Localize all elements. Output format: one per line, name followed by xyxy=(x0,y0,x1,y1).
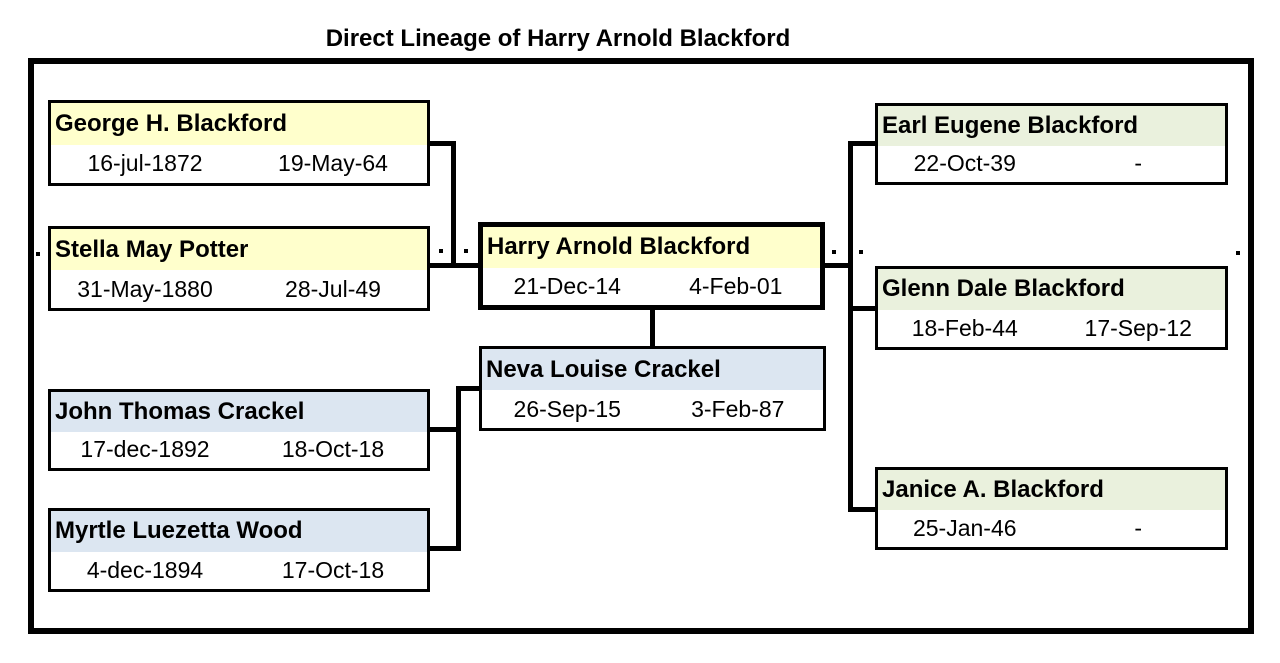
birth-date: 22-Oct-39 xyxy=(913,150,1016,177)
connector-myrtle-to-join xyxy=(430,546,456,551)
birth-date: 21-Dec-14 xyxy=(513,272,621,299)
person-name: Earl Eugene Blackford xyxy=(878,106,1225,146)
person-card-stella-may-potter: Stella May Potter 31-May-1880 28-Jul-49 xyxy=(48,226,430,311)
connector-george-to-join xyxy=(430,141,456,146)
connector-join-to-janice xyxy=(853,507,875,512)
person-name: Stella May Potter xyxy=(51,229,427,271)
death-date: 17-Sep-12 xyxy=(1084,314,1192,341)
birth-date: 18-Feb-44 xyxy=(911,314,1018,341)
connector-join-to-neva xyxy=(461,386,479,391)
person-card-john-thomas-crackel: John Thomas Crackel 17-dec-1892 18-Oct-1… xyxy=(48,389,430,471)
person-name: Myrtle Luezetta Wood xyxy=(51,511,427,552)
person-dates: 25-Jan-46 - xyxy=(878,510,1225,547)
death-date: 18-Oct-18 xyxy=(281,436,385,463)
birth-date: 4-dec-1894 xyxy=(86,556,204,583)
person-card-harry-arnold-blackford: Harry Arnold Blackford 21-Dec-14 4-Feb-0… xyxy=(478,222,825,310)
person-dates: 17-dec-1892 18-Oct-18 xyxy=(51,431,427,468)
person-card-neva-louise-crackel: Neva Louise Crackel 26-Sep-15 3-Feb-87 xyxy=(479,346,826,431)
death-date: - xyxy=(1134,150,1143,177)
person-dates: 18-Feb-44 17-Sep-12 xyxy=(878,309,1225,347)
death-date: 19-May-64 xyxy=(278,150,388,177)
birth-date: 16-jul-1872 xyxy=(87,150,203,177)
birth-date: 31-May-1880 xyxy=(77,275,213,302)
person-name: George H. Blackford xyxy=(51,103,427,145)
person-card-glenn-dale-blackford: Glenn Dale Blackford 18-Feb-44 17-Sep-12 xyxy=(875,266,1228,350)
death-date: - xyxy=(1134,515,1143,542)
dot-artifact xyxy=(1236,251,1240,255)
person-dates: 22-Oct-39 - xyxy=(878,145,1225,182)
person-name: Glenn Dale Blackford xyxy=(878,269,1225,310)
connector-harry-to-children xyxy=(825,263,848,268)
chart-title: Direct Lineage of Harry Arnold Blackford xyxy=(325,25,791,52)
connector-join-to-earl xyxy=(853,141,875,146)
person-name: Janice A. Blackford xyxy=(878,470,1225,511)
person-dates: 4-dec-1894 17-Oct-18 xyxy=(51,551,427,589)
birth-date: 25-Jan-46 xyxy=(912,515,1017,542)
connector-join-to-glenn xyxy=(853,306,875,311)
connector-paternal-vertical xyxy=(451,141,456,268)
death-date: 3-Feb-87 xyxy=(691,395,785,422)
death-date: 4-Feb-01 xyxy=(689,272,783,299)
connector-john-to-join xyxy=(430,427,456,432)
dot-artifact xyxy=(859,250,863,254)
connector-stella-to-harry xyxy=(430,263,478,268)
connector-maternal-vertical xyxy=(456,386,461,551)
person-card-george-h-blackford: George H. Blackford 16-jul-1872 19-May-6… xyxy=(48,100,430,186)
person-dates: 21-Dec-14 4-Feb-01 xyxy=(483,267,820,305)
dot-artifact xyxy=(36,252,40,256)
dot-artifact xyxy=(832,250,836,254)
person-card-earl-eugene-blackford: Earl Eugene Blackford 22-Oct-39 - xyxy=(875,103,1228,185)
dot-artifact xyxy=(464,249,468,253)
connector-harry-to-neva xyxy=(650,310,655,346)
person-dates: 31-May-1880 28-Jul-49 xyxy=(51,270,427,308)
person-name: Neva Louise Crackel xyxy=(482,349,823,391)
person-card-myrtle-luezetta-wood: Myrtle Luezetta Wood 4-dec-1894 17-Oct-1… xyxy=(48,508,430,592)
connector-children-vertical xyxy=(848,141,853,512)
person-card-janice-a-blackford: Janice A. Blackford 25-Jan-46 - xyxy=(875,467,1228,550)
dot-artifact xyxy=(439,249,443,253)
death-date: 28-Jul-49 xyxy=(285,275,381,302)
birth-date: 26-Sep-15 xyxy=(513,395,621,422)
birth-date: 17-dec-1892 xyxy=(80,436,210,463)
death-date: 17-Oct-18 xyxy=(281,556,385,583)
person-dates: 26-Sep-15 3-Feb-87 xyxy=(482,390,823,428)
person-name: John Thomas Crackel xyxy=(51,392,427,432)
person-name: Harry Arnold Blackford xyxy=(483,227,820,268)
person-dates: 16-jul-1872 19-May-64 xyxy=(51,144,427,183)
